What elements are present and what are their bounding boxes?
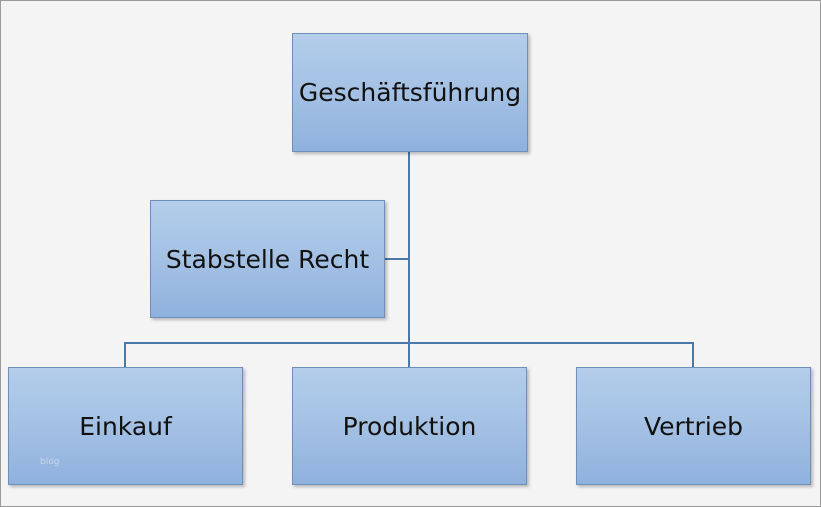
box-label-geschaeftsfuehrung: Geschäftsführung: [298, 78, 522, 107]
box-geschaeftsfuehrung: Geschäftsführung: [292, 33, 528, 152]
box-vertrieb: Vertrieb: [576, 367, 811, 485]
watermark-text: blog: [40, 457, 60, 467]
box-label-produktion: Produktion: [342, 411, 477, 441]
connector-produktion: [408, 342, 410, 368]
box-label-einkauf: Einkauf: [79, 411, 172, 441]
connector-einkauf: [124, 342, 126, 368]
box-stabstelle-recht: Stabstelle Recht: [150, 200, 385, 318]
connector-root-trunk: [408, 151, 410, 344]
box-label-stabstelle-recht: Stabstelle Recht: [165, 244, 370, 274]
box-einkauf: Einkauf: [8, 367, 243, 485]
box-label-vertrieb: Vertrieb: [643, 411, 744, 441]
connector-vertrieb: [692, 342, 694, 368]
box-produktion: Produktion: [292, 367, 527, 485]
connector-staff: [384, 258, 409, 260]
